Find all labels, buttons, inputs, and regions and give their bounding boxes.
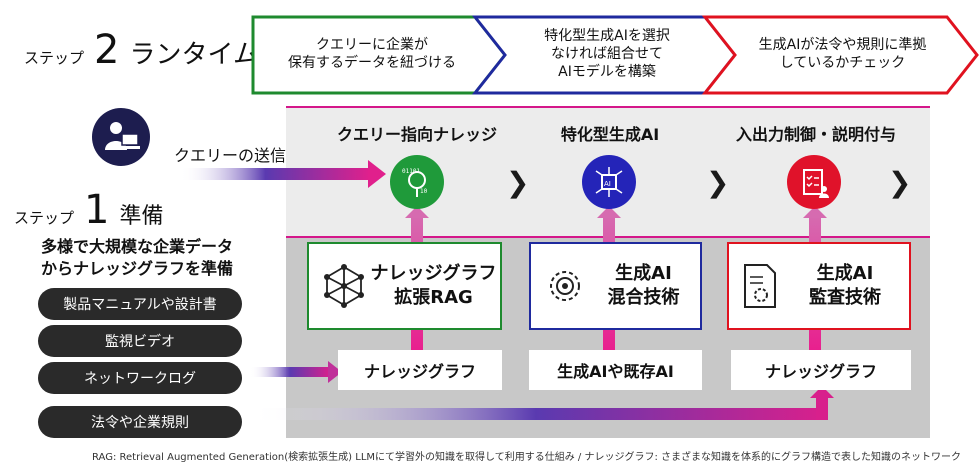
step2-number: 2 xyxy=(94,27,120,73)
next-arrow-1: ❯ xyxy=(506,166,530,199)
log-arrow xyxy=(250,367,330,377)
user-icon xyxy=(92,108,150,166)
ai-chip-icon: AI xyxy=(582,155,636,209)
column-title-specialized-ai: 特化型生成AI xyxy=(560,125,660,144)
query-label: クエリーの送信 xyxy=(174,146,287,165)
chevron-1-text: クエリーに企業が 保有するデータを紐づける xyxy=(288,37,456,71)
data-item-network-log: ネットワークログ xyxy=(38,362,242,394)
checklist-icon xyxy=(787,155,841,209)
network-graph-icon xyxy=(324,264,364,308)
tech-label-kg-rag: ナレッジグラフ 拡張RAG xyxy=(370,263,497,308)
rules-arrow-head xyxy=(810,386,834,398)
svg-text:AI: AI xyxy=(604,180,611,188)
column-title-io-control: 入出力制御・説明付与 xyxy=(735,125,896,144)
step1-name: 準備 xyxy=(119,204,164,229)
source-knowledge-graph-2: ナレッジグラフ xyxy=(731,350,911,390)
chevron-3-text: 生成AIが法令や規則に準拠 しているかチェック xyxy=(758,37,927,71)
step2-name: ランタイム xyxy=(129,40,259,70)
step1-label: ステップ xyxy=(14,209,75,227)
prep-title: 多様で大規模な企業データ からナレッジグラフを準備 xyxy=(40,237,233,278)
footnote: RAG: Retrieval Augmented Generation(検索拡張… xyxy=(92,452,961,463)
process-chevrons xyxy=(251,15,979,95)
tech-label-ai-audit: 生成AI 監査技術 xyxy=(809,263,881,308)
step2-label: ステップ xyxy=(24,49,85,67)
data-item-manuals: 製品マニュアルや設計書 xyxy=(38,288,242,320)
rules-arrow xyxy=(250,398,828,420)
svg-text:01101: 01101 xyxy=(402,168,420,175)
document-gear-icon xyxy=(744,264,776,308)
data-item-video: 監視ビデオ xyxy=(38,325,242,357)
magnifier-binary-icon: 01101 10 xyxy=(390,155,444,209)
tech-box-ai-mixing: 生成AI 混合技術 xyxy=(529,242,702,330)
tech-box-kg-rag: ナレッジグラフ 拡張RAG xyxy=(307,242,502,330)
step1-number: 1 xyxy=(84,187,110,233)
step2-heading: ステップ 2 ランタイム xyxy=(24,30,259,71)
gear-chip-icon xyxy=(550,271,580,301)
chevron-3 xyxy=(701,15,979,95)
next-arrow-3: ❯ xyxy=(888,166,912,199)
chevron-2-text: 特化型生成AIを選択 なければ組合せて AIモデルを構築 xyxy=(544,28,670,80)
tech-box-ai-audit: 生成AI 監査技術 xyxy=(727,242,911,330)
log-arrow-head xyxy=(328,361,342,383)
column-title-knowledge: クエリー指向ナレッジ xyxy=(336,125,497,144)
query-arrow-head xyxy=(368,160,386,188)
step1-heading: ステップ 1 準備 xyxy=(14,190,163,230)
data-item-rules: 法令や企業規則 xyxy=(38,406,242,438)
source-knowledge-graph-1: ナレッジグラフ xyxy=(338,350,502,390)
query-arrow xyxy=(180,168,370,180)
next-arrow-2: ❯ xyxy=(706,166,730,199)
tech-label-ai-mixing: 生成AI 混合技術 xyxy=(607,263,680,308)
svg-text:10: 10 xyxy=(420,188,428,195)
source-generative-ai: 生成AIや既存AI xyxy=(529,350,702,390)
